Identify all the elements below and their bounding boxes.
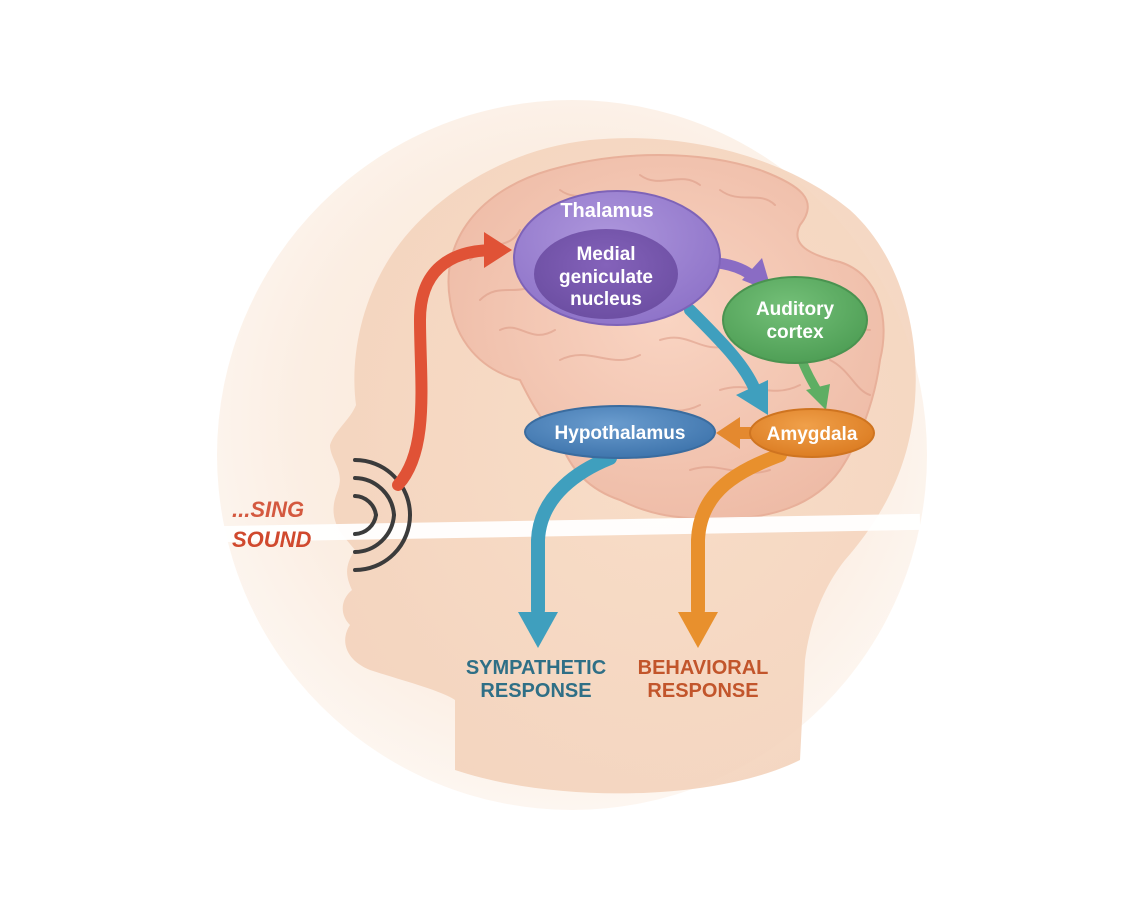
sound-label-line1: ...SING [232, 497, 304, 522]
behavioral-response-line2: RESPONSE [647, 680, 758, 702]
hypothalamus-label: Hypothalamus [555, 423, 686, 444]
mgn-label-line2: geniculate [559, 267, 653, 288]
behavioral-response-line1: BEHAVIORAL [638, 657, 769, 679]
auditory-cortex-label-line2: cortex [766, 322, 823, 343]
hypothalamus-node: Hypothalamus [524, 405, 716, 459]
sound-waves-icon [353, 458, 412, 572]
arrow-hypothalamus-to-sympathetic [518, 451, 617, 648]
arrow-sound-to-thalamus [392, 232, 512, 491]
mgn-node: Medial geniculate nucleus [534, 229, 678, 319]
thalamus-label: Thalamus [560, 200, 653, 222]
mgn-label-line3: nucleus [570, 289, 642, 310]
amygdala-label: Amygdala [767, 424, 858, 445]
mgn-label-line1: Medial [576, 244, 635, 265]
sympathetic-response-line1: SYMPATHETIC [466, 657, 606, 679]
cut-band [219, 513, 921, 543]
amygdala-node: Amygdala [749, 408, 875, 458]
sympathetic-response-line2: RESPONSE [480, 680, 591, 702]
arrow-amygdala-to-behavioral [678, 448, 787, 648]
arrow-thalamus-to-amygdala [684, 304, 768, 415]
auditory-cortex-label-line1: Auditory [756, 299, 835, 320]
auditory-cortex-node: Auditory cortex [722, 276, 868, 364]
sound-label-line2: SOUND [232, 527, 312, 552]
